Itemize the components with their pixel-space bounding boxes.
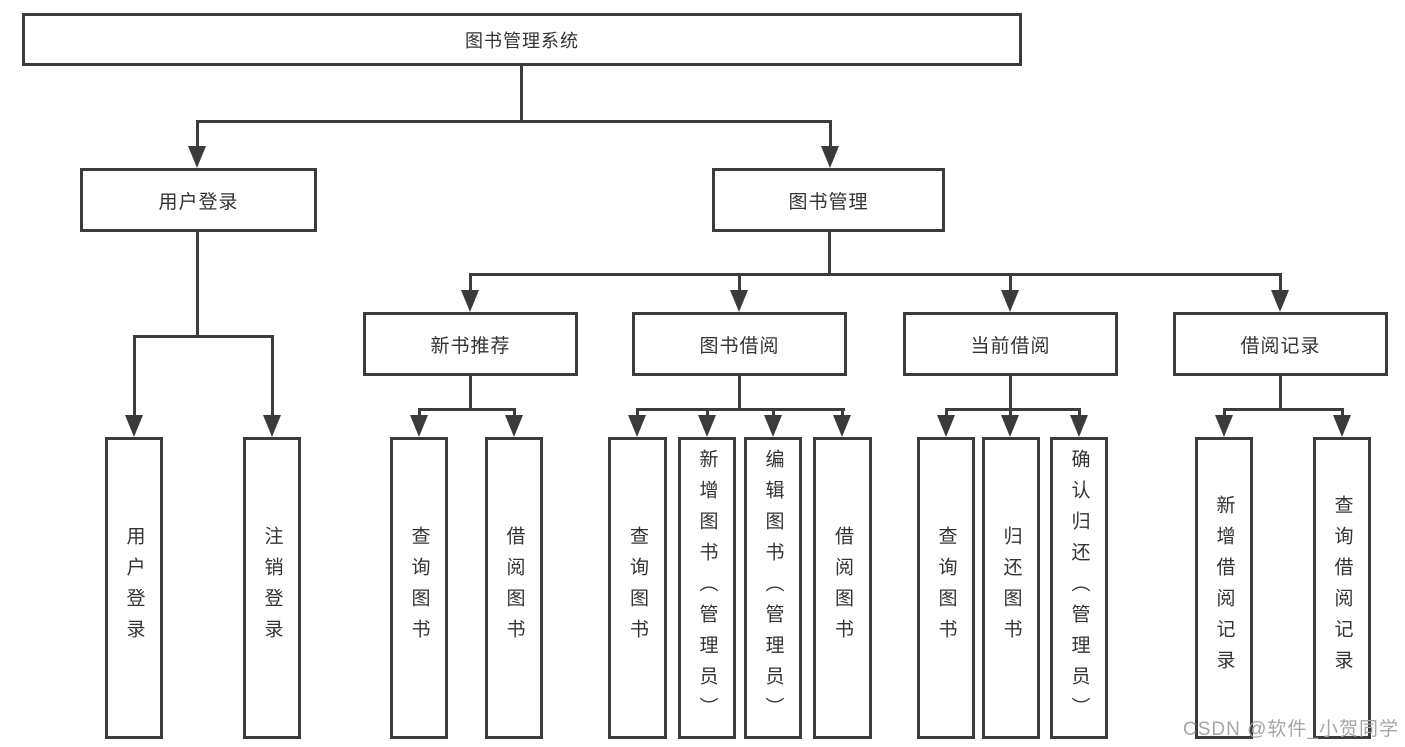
connector-line bbox=[520, 66, 523, 120]
node-borrow-records-label: 借阅记录 bbox=[1240, 335, 1321, 357]
connector-line bbox=[1223, 408, 1226, 418]
connector-line bbox=[196, 120, 832, 123]
leaf-query-books-borrow-label: 查询图书 bbox=[627, 526, 648, 650]
arrowhead-icon bbox=[410, 415, 428, 437]
connector-line bbox=[418, 408, 516, 411]
connector-line bbox=[772, 408, 775, 418]
connector-line bbox=[469, 376, 472, 408]
node-user-login-label: 用户登录 bbox=[158, 191, 239, 213]
leaf-query-books-borrow: 查询图书 bbox=[608, 437, 667, 739]
arrowhead-icon bbox=[698, 415, 716, 437]
connector-line bbox=[706, 408, 709, 418]
leaf-return-book: 归还图书 bbox=[982, 437, 1040, 739]
node-current-borrow: 当前借阅 bbox=[903, 312, 1118, 376]
leaf-query-borrow-record-label: 查询借阅记录 bbox=[1331, 495, 1353, 681]
arrowhead-icon bbox=[821, 146, 839, 168]
arrowhead-icon bbox=[1001, 290, 1019, 312]
leaf-logout-label: 注销登录 bbox=[261, 526, 283, 650]
connector-line bbox=[1009, 408, 1012, 418]
connector-line bbox=[1279, 273, 1282, 293]
connector-line bbox=[828, 232, 831, 273]
node-current-borrow-label: 当前借阅 bbox=[970, 335, 1051, 357]
leaf-query-books-current: 查询图书 bbox=[917, 437, 975, 739]
node-book-borrow: 图书借阅 bbox=[632, 312, 847, 376]
connector-line bbox=[1009, 376, 1012, 408]
node-book-borrow-label: 图书借阅 bbox=[699, 335, 780, 357]
node-borrow-records: 借阅记录 bbox=[1173, 312, 1388, 376]
leaf-query-books-current-label: 查询图书 bbox=[935, 526, 957, 650]
connector-line bbox=[738, 376, 741, 408]
arrowhead-icon bbox=[1271, 290, 1289, 312]
leaf-borrow-books-label: 借阅图书 bbox=[832, 526, 853, 650]
leaf-borrow-books-recommend: 借阅图书 bbox=[485, 437, 543, 739]
leaf-add-borrow-record: 新增借阅记录 bbox=[1195, 437, 1253, 739]
leaf-add-borrow-record-label: 新增借阅记录 bbox=[1213, 495, 1235, 681]
arrowhead-icon bbox=[505, 415, 523, 437]
connector-line bbox=[133, 335, 274, 338]
arrowhead-icon bbox=[628, 415, 646, 437]
csdn-watermark: CSDN @软件_小贺同学 bbox=[1183, 719, 1399, 740]
arrowhead-icon bbox=[937, 415, 955, 437]
leaf-add-book-admin-label: 新增图书（管理员） bbox=[696, 448, 718, 728]
leaf-query-books-recommend-label: 查询图书 bbox=[408, 526, 430, 650]
leaf-user-login: 用户登录 bbox=[105, 437, 163, 739]
connector-line bbox=[829, 120, 832, 148]
connector-line bbox=[738, 273, 741, 293]
leaf-user-login-label: 用户登录 bbox=[123, 526, 145, 650]
node-root-label: 图书管理系统 bbox=[465, 30, 579, 51]
arrowhead-icon bbox=[1070, 415, 1088, 437]
arrowhead-icon bbox=[1001, 415, 1019, 437]
arrowhead-icon bbox=[461, 290, 479, 312]
connector-line bbox=[1223, 408, 1344, 411]
connector-line bbox=[133, 335, 136, 418]
connector-line bbox=[1078, 408, 1081, 418]
connector-line bbox=[636, 408, 639, 418]
connector-line bbox=[945, 408, 948, 418]
leaf-borrow-books-recommend-label: 借阅图书 bbox=[503, 526, 525, 650]
node-book-management: 图书管理 bbox=[712, 168, 945, 232]
node-new-book-recommend: 新书推荐 bbox=[363, 312, 578, 376]
connector-line bbox=[196, 120, 199, 148]
leaf-add-book-admin: 新增图书（管理员） bbox=[678, 437, 736, 739]
leaf-return-book-label: 归还图书 bbox=[1000, 526, 1022, 650]
arrowhead-icon bbox=[1333, 415, 1351, 437]
connector-line bbox=[469, 273, 472, 293]
node-user-login: 用户登录 bbox=[80, 168, 317, 232]
connector-line bbox=[418, 408, 421, 418]
connector-line bbox=[636, 408, 845, 411]
leaf-confirm-return-admin: 确认归还（管理员） bbox=[1050, 437, 1108, 739]
leaf-confirm-return-admin-label: 确认归还（管理员） bbox=[1068, 448, 1090, 728]
connector-line bbox=[1279, 376, 1282, 408]
connector-line bbox=[513, 408, 516, 418]
leaf-edit-book-admin-label: 编辑图书（管理员） bbox=[762, 448, 784, 728]
node-root: 图书管理系统 bbox=[22, 13, 1022, 66]
connector-line bbox=[1341, 408, 1344, 418]
node-book-management-label: 图书管理 bbox=[788, 191, 869, 213]
arrowhead-icon bbox=[125, 415, 143, 437]
arrowhead-icon bbox=[764, 415, 782, 437]
arrowhead-icon bbox=[833, 415, 851, 437]
leaf-query-books-recommend: 查询图书 bbox=[390, 437, 448, 739]
connector-line bbox=[469, 273, 1282, 276]
arrowhead-icon bbox=[1215, 415, 1233, 437]
leaf-borrow-books: 借阅图书 bbox=[813, 437, 872, 739]
leaf-logout: 注销登录 bbox=[243, 437, 301, 739]
connector-line bbox=[271, 335, 274, 418]
connector-line bbox=[196, 232, 199, 335]
node-new-book-recommend-label: 新书推荐 bbox=[430, 335, 511, 357]
arrowhead-icon bbox=[263, 415, 281, 437]
connector-line bbox=[841, 408, 844, 418]
connector-line bbox=[1009, 273, 1012, 293]
leaf-query-borrow-record: 查询借阅记录 bbox=[1313, 437, 1371, 739]
arrowhead-icon bbox=[188, 146, 206, 168]
arrowhead-icon bbox=[730, 290, 748, 312]
connector-line bbox=[945, 408, 1080, 411]
leaf-edit-book-admin: 编辑图书（管理员） bbox=[744, 437, 802, 739]
